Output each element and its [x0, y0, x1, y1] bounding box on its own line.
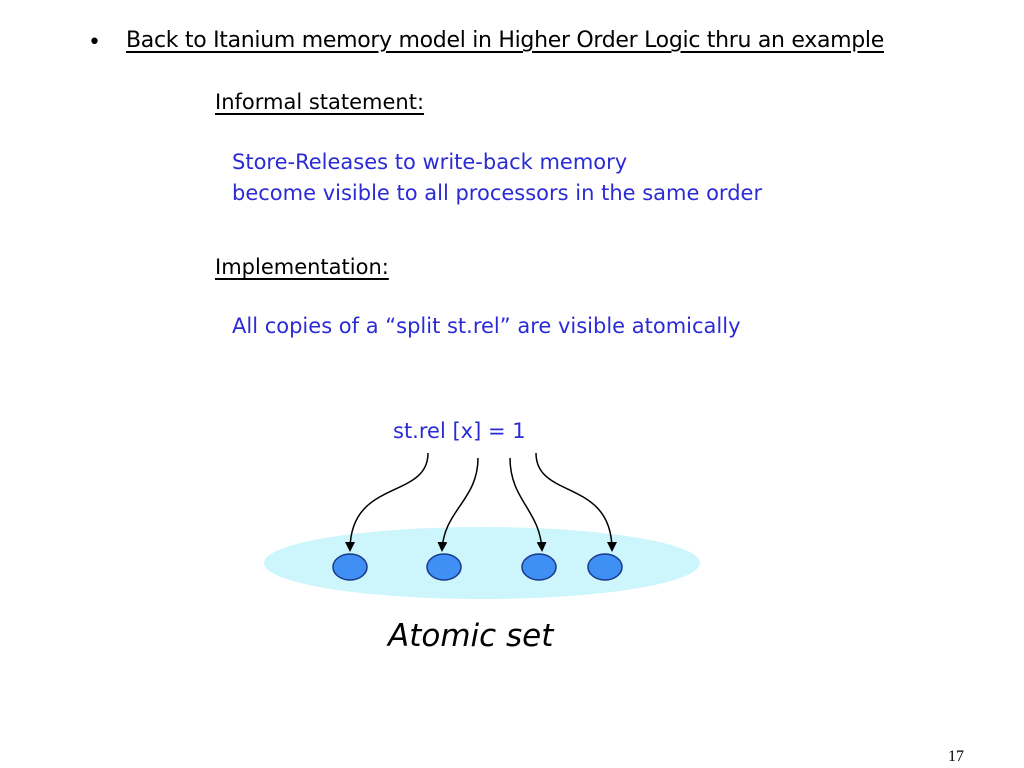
- atomic-set-ellipse: [264, 527, 700, 599]
- slide-heading: Back to Itanium memory model in Higher O…: [126, 28, 884, 53]
- implementation-line: All copies of a “split st.rel” are visib…: [232, 314, 741, 338]
- informal-statement-label: Informal statement:: [215, 90, 425, 114]
- arrow-4: [535, 452, 617, 552]
- implementation-label: Implementation:: [215, 255, 389, 279]
- processor-node-1: [332, 553, 368, 581]
- processor-node-2: [426, 553, 462, 581]
- arrow-1: [345, 452, 429, 552]
- informal-line-1: Store-Releases to write-back memory: [232, 150, 628, 174]
- page-number: 17: [948, 748, 964, 765]
- arrow-3: [509, 457, 547, 552]
- informal-line-2: become visible to all processors in the …: [232, 181, 763, 205]
- store-release-label: st.rel [x] = 1: [393, 419, 526, 443]
- atomic-set-caption: Atomic set: [388, 618, 554, 654]
- processor-node-3: [521, 553, 557, 581]
- bullet-marker: •: [88, 30, 101, 55]
- processor-node-4: [587, 553, 623, 581]
- arrow-2: [437, 457, 479, 552]
